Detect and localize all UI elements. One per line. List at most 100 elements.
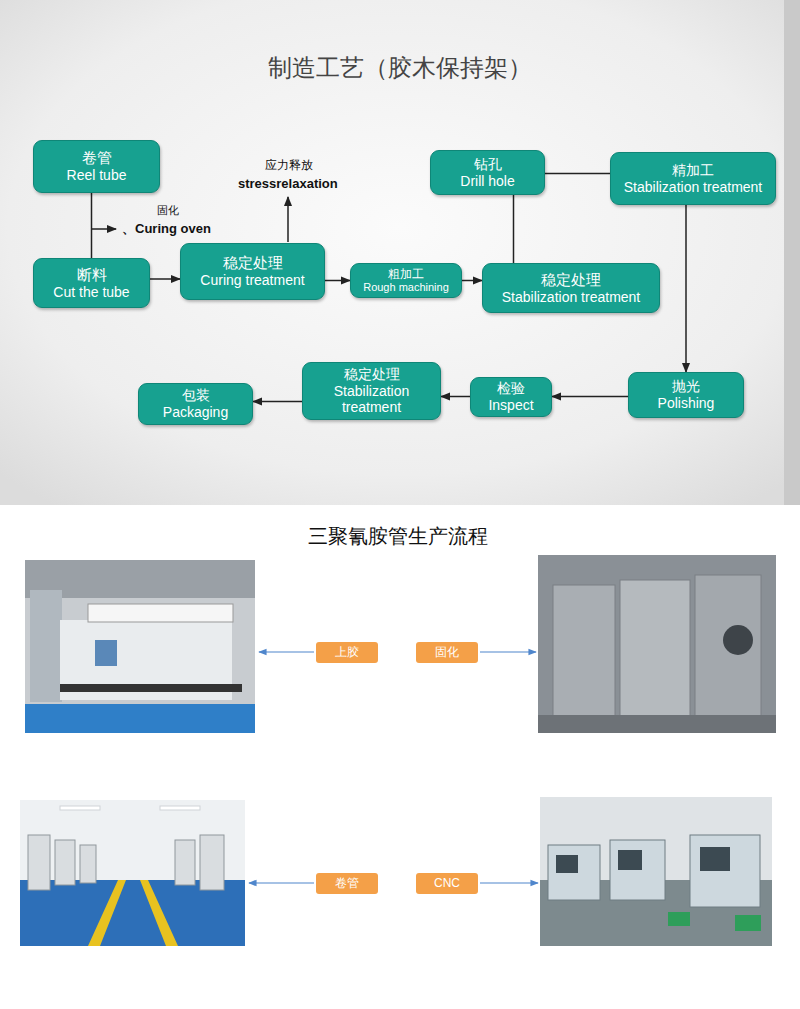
note-label: stressrelaxation	[238, 176, 338, 192]
box-heading: 卷管	[335, 876, 359, 890]
box-heading: 固化	[435, 645, 459, 659]
photo-floor-line	[88, 880, 126, 946]
flow-connector	[150, 278, 180, 280]
process-box: 精加工Stabilization treatment	[610, 152, 776, 205]
process-box: 稳定处理Curing treatment	[180, 243, 325, 300]
box-heading: 稳定处理	[541, 271, 601, 289]
box-heading: 钻孔	[474, 156, 502, 173]
photo-machine	[175, 840, 195, 885]
photo-frame	[20, 800, 245, 946]
box-subtitle: Stabilization treatment	[502, 289, 641, 306]
process-box: 包装Packaging	[138, 383, 253, 425]
stress-arrow	[287, 197, 289, 242]
photo-crate	[668, 912, 690, 926]
photo-machine	[28, 835, 50, 890]
process-box: 粗加工Rough machining	[350, 263, 462, 298]
photo-control	[95, 640, 117, 666]
photo-floor-line	[140, 880, 178, 946]
tag-box: CNC	[416, 873, 478, 894]
leader-arrow	[249, 882, 314, 883]
box-heading: 精加工	[672, 162, 714, 179]
tag-box: 卷管	[316, 873, 378, 894]
process-box: 卷管Reel tube	[33, 140, 160, 193]
flow-connector	[545, 173, 610, 175]
flow-connector	[513, 195, 515, 263]
process-box: 稳定处理Stabilization treatment	[482, 263, 660, 313]
process-box: 检验Inspect	[470, 377, 552, 417]
box-heading: CNC	[434, 876, 460, 890]
photo-roller	[60, 684, 242, 692]
box-heading: 稳定处理	[344, 366, 400, 383]
photo-light	[60, 806, 100, 810]
photo-window	[556, 855, 578, 873]
tag-box: 上胶	[316, 642, 378, 663]
box-heading: 包装	[182, 387, 210, 404]
photo-oven	[620, 580, 690, 728]
flow-connector	[91, 193, 93, 258]
tag-box: 固化	[416, 642, 478, 663]
flow-connector	[552, 396, 628, 398]
oven-arrow	[91, 228, 116, 230]
photo-floor	[25, 704, 255, 733]
box-heading: 稳定处理	[223, 254, 283, 272]
photo-floor	[538, 715, 776, 733]
photo-machine	[55, 840, 75, 885]
photo-crate	[735, 915, 761, 931]
leader-arrow	[480, 651, 536, 652]
box-heading: 粗加工	[388, 267, 424, 281]
leader-arrow	[259, 651, 314, 652]
photo-oven	[553, 585, 615, 725]
box-subtitle: Stabilization treatment	[310, 383, 433, 417]
photo-frame	[25, 560, 255, 733]
box-subtitle: Reel tube	[67, 167, 127, 184]
photo-light	[160, 806, 200, 810]
box-heading: 上胶	[335, 645, 359, 659]
box-subtitle: Curing treatment	[200, 272, 304, 289]
photo-window	[618, 850, 642, 870]
photo-machine	[200, 835, 224, 890]
box-subtitle: Rough machining	[363, 281, 449, 294]
flow-connector	[253, 401, 302, 403]
box-subtitle: Packaging	[163, 404, 228, 421]
photo-fan	[723, 625, 753, 655]
process-box: 钻孔Drill hole	[430, 150, 545, 195]
flow-connector	[325, 280, 350, 282]
photo-frame	[540, 797, 772, 946]
box-heading: 抛光	[672, 378, 700, 395]
section-title: 三聚氰胺管生产流程	[308, 524, 488, 548]
photo-machine	[610, 840, 665, 900]
note-label: 固化	[157, 204, 179, 217]
photo-window	[700, 847, 730, 871]
process-box: 稳定处理Stabilization treatment	[302, 362, 441, 420]
box-subtitle: Polishing	[658, 395, 715, 412]
photo-machine	[690, 835, 760, 907]
photo-machine	[80, 845, 96, 883]
photo-frame	[538, 555, 776, 733]
photo-machine	[548, 845, 600, 900]
box-heading: 断料	[77, 266, 107, 284]
leader-arrow	[480, 882, 538, 883]
photo-oven	[695, 575, 761, 727]
note-label: 、Curing oven	[122, 221, 211, 237]
flow-connector	[462, 280, 482, 282]
photo-roller	[88, 604, 233, 622]
box-subtitle: Stabilization treatment	[624, 179, 763, 196]
box-subtitle: Drill hole	[460, 173, 514, 190]
process-box: 抛光Polishing	[628, 372, 744, 418]
page-title: 制造工艺（胶木保持架）	[0, 54, 800, 83]
note-label: 应力释放	[265, 158, 313, 172]
panel-edge	[784, 0, 800, 505]
box-subtitle: Inspect	[488, 397, 533, 414]
box-heading: 卷管	[82, 149, 112, 167]
photo-panel	[30, 590, 62, 702]
top-panel	[0, 0, 800, 505]
flow-connector	[685, 205, 687, 372]
flow-connector	[441, 396, 470, 398]
process-box: 断料Cut the tube	[33, 258, 150, 308]
box-subtitle: Cut the tube	[53, 284, 129, 301]
